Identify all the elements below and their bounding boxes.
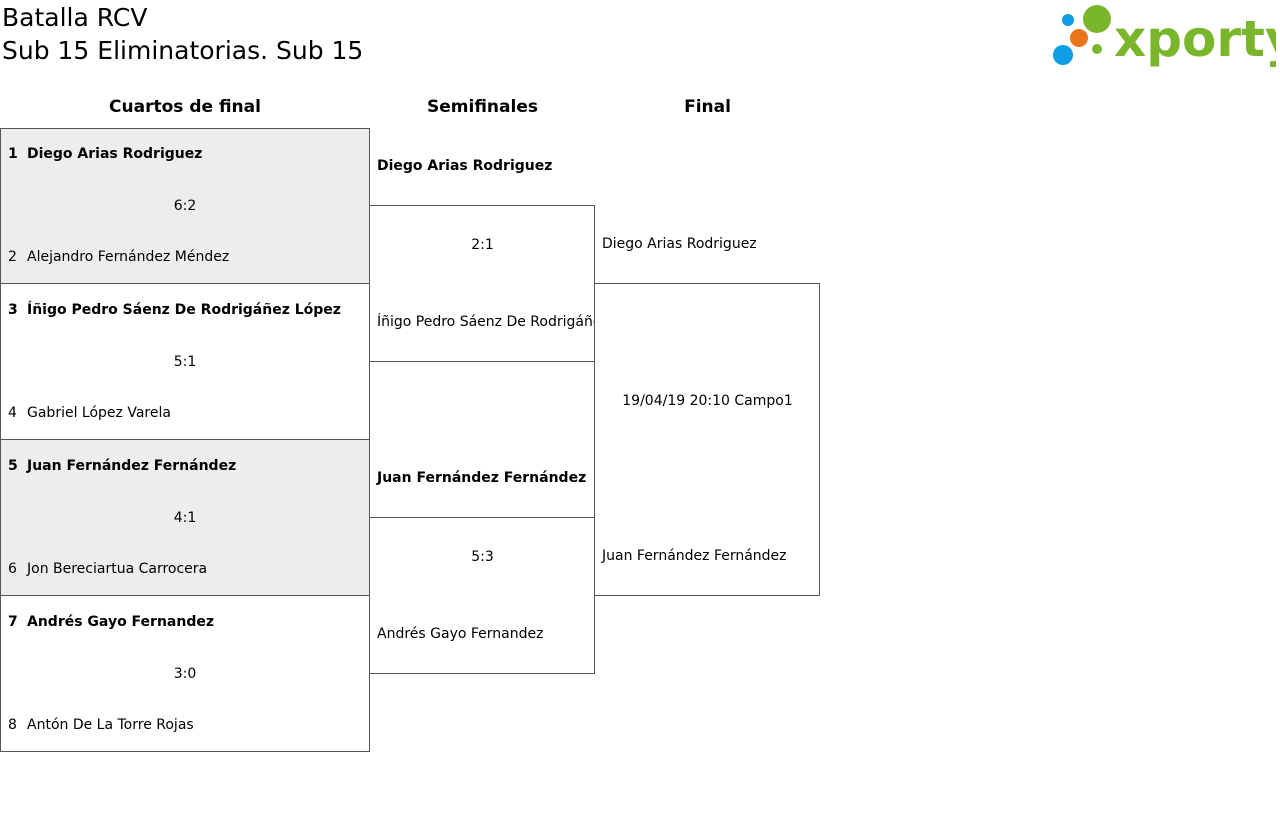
seed-number: 7 [8,614,18,630]
seed-number: 2 [8,249,17,265]
logo-wordmark: xporty [1114,10,1276,68]
player-name: Juan Fernández Fernández [27,458,237,474]
qf3-score: 4:1 [173,510,197,526]
qf3-player-a: 5 Juan Fernández Fernández [8,457,236,475]
seed-number: 5 [8,458,18,474]
final-match[interactable] [594,283,820,596]
player-name: Andrés Gayo Fernandez [27,614,214,630]
sf1-score: 2:1 [471,237,494,253]
player-name: Antón De La Torre Rojas [27,717,194,733]
sf2-score: 5:3 [471,549,494,565]
logo-graphic: xporty [1053,5,1280,68]
player-name: Gabriel López Varela [27,405,171,421]
round-header-semifinals: Semifinales [427,97,538,117]
player-name: Alejandro Fernández Méndez [27,249,230,265]
qf1-score: 6:2 [173,198,197,214]
player-name: Diego Arias Rodriguez [27,146,203,162]
round-header-final: Final [684,97,731,117]
logo-dot-orange [1070,29,1088,47]
round-header-quarterfinals: Cuartos de final [109,97,261,117]
sf1-player-b: Íñigo Pedro Sáenz De Rodrigáñez López [377,314,594,330]
xporty-logo[interactable]: xporty [1050,2,1280,68]
final-player-b: Juan Fernández Fernández [602,548,787,564]
seed-number: 6 [8,561,17,577]
qf4-score: 3:0 [173,666,197,682]
qf2-player-a: 3 Íñigo Pedro Sáenz De Rodrigáñez López [8,301,341,319]
tournament-title: Batalla RCV [2,3,148,32]
semifinal-match-1[interactable] [369,205,595,362]
sf1-player-a: Diego Arias Rodriguez [377,158,553,174]
logo-dot-blue-large [1053,45,1073,65]
category-title: Sub 15 Eliminatorias. Sub 15 [2,36,364,65]
qf4-player-a: 7 Andrés Gayo Fernandez [8,613,214,631]
player-name: Íñigo Pedro Sáenz De Rodrigáñez López [27,302,341,318]
quarterfinal-match-1[interactable] [0,128,370,284]
qf2-score: 5:1 [173,354,197,370]
logo-dot-green [1083,5,1111,33]
seed-number: 3 [8,302,18,318]
seed-number: 1 [8,146,18,162]
semifinal-match-2[interactable] [369,517,595,674]
qf1-player-b: 2 Alejandro Fernández Méndez [8,248,229,266]
logo-dot-blue-small [1062,14,1074,26]
final-player-a: Diego Arias Rodriguez [602,236,757,252]
qf3-player-b: 6 Jon Bereciartua Carrocera [8,560,207,578]
seed-number: 8 [8,717,17,733]
qf4-player-b: 8 Antón De La Torre Rojas [8,716,194,734]
qf2-player-b: 4 Gabriel López Varela [8,404,171,422]
final-schedule: 19/04/19 20:10 Campo1 [622,393,793,409]
sf2-player-b: Andrés Gayo Fernandez [377,626,544,642]
player-name: Jon Bereciartua Carrocera [27,561,208,577]
quarterfinal-match-3[interactable] [0,439,370,596]
logo-dot-green-small [1092,44,1102,54]
qf1-player-a: 1 Diego Arias Rodriguez [8,145,202,163]
sf2-player-a: Juan Fernández Fernández [377,470,587,486]
seed-number: 4 [8,405,17,421]
